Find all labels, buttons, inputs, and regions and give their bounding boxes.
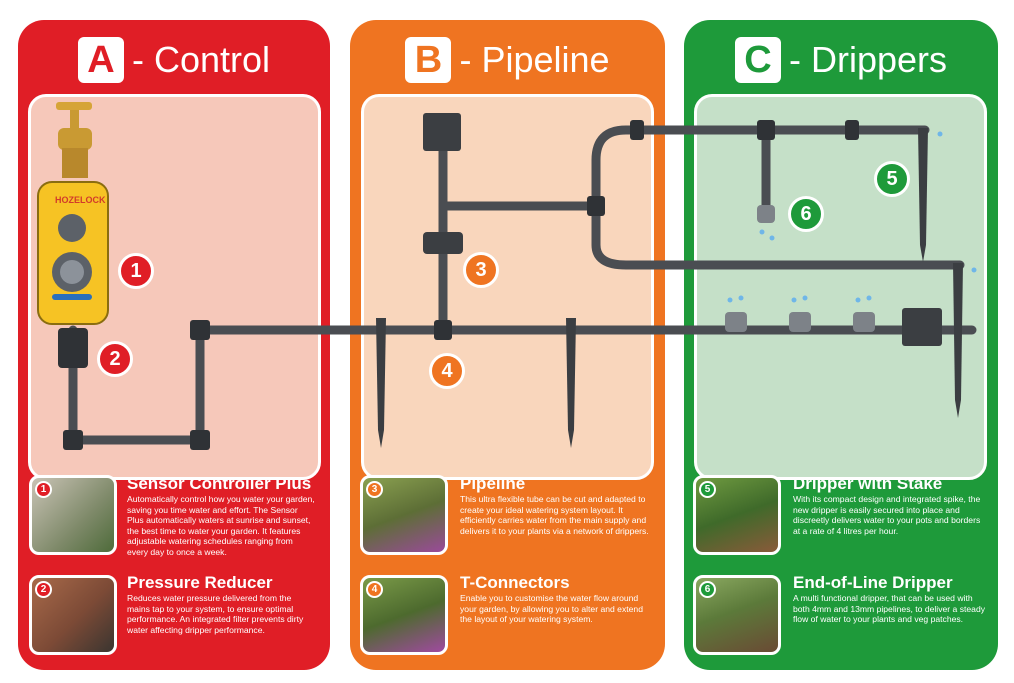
control-diagram-area bbox=[28, 94, 321, 480]
t-connectors-description: Enable you to customise the water flow a… bbox=[460, 593, 643, 625]
dripper-with-stake-badge: 5 bbox=[699, 481, 716, 498]
t-connectors-title: T-Connectors bbox=[460, 573, 570, 592]
marker-1: 1 bbox=[118, 253, 154, 289]
sensor-controller-badge: 1 bbox=[35, 481, 52, 498]
dripper-with-stake-photo: 5 bbox=[693, 475, 781, 555]
marker-4: 4 bbox=[429, 353, 465, 389]
control-title-text: - Control bbox=[131, 39, 271, 80]
pipeline-photo: 3 bbox=[360, 475, 448, 555]
pressure-reducer-photo: 2 bbox=[29, 575, 117, 655]
drippers-title-text: - Drippers bbox=[788, 39, 948, 80]
pipeline-description: This ultra flexible tube can be cut and … bbox=[460, 494, 649, 536]
pressure-reducer-title: Pressure Reducer bbox=[127, 573, 273, 592]
end-of-line-dripper-photo: 6 bbox=[693, 575, 781, 655]
end-of-line-dripper-badge: 6 bbox=[699, 581, 716, 598]
sensor-controller-photo: 1 bbox=[29, 475, 117, 555]
pipeline-product-title: Pipeline bbox=[460, 474, 526, 493]
pipeline-title-text: - Pipeline bbox=[459, 39, 610, 80]
marker-2: 2 bbox=[97, 341, 133, 377]
marker-6: 6 bbox=[788, 196, 824, 232]
drippers-title: C - Drippers bbox=[684, 36, 998, 84]
marker-5: 5 bbox=[874, 161, 910, 197]
sensor-controller-title: Sensor Controller Plus bbox=[127, 474, 312, 493]
control-title: A - Control bbox=[18, 36, 330, 84]
pipeline-badge: 3 bbox=[366, 481, 383, 498]
t-connectors-badge: 4 bbox=[366, 581, 383, 598]
drippers-diagram-area bbox=[694, 94, 987, 480]
end-of-line-dripper-title: End-of-Line Dripper bbox=[793, 573, 953, 592]
end-of-line-dripper-description: A multi functional dripper, that can be … bbox=[793, 593, 986, 625]
dripper-with-stake-description: With its compact design and integrated s… bbox=[793, 494, 981, 536]
pressure-reducer-description: Reduces water pressure delivered from th… bbox=[127, 593, 304, 635]
dripper-with-stake-title: Dripper with Stake bbox=[793, 474, 943, 493]
pressure-reducer-badge: 2 bbox=[35, 581, 52, 598]
marker-3: 3 bbox=[463, 252, 499, 288]
pipeline-diagram-area bbox=[361, 94, 654, 480]
pipeline-title: B - Pipeline bbox=[350, 36, 665, 84]
drippers-letter: C bbox=[734, 37, 781, 83]
control-letter: A bbox=[77, 37, 124, 83]
pipeline-letter: B bbox=[405, 37, 452, 83]
t-connectors-photo: 4 bbox=[360, 575, 448, 655]
sensor-controller-description: Automatically control how you water your… bbox=[127, 494, 315, 557]
